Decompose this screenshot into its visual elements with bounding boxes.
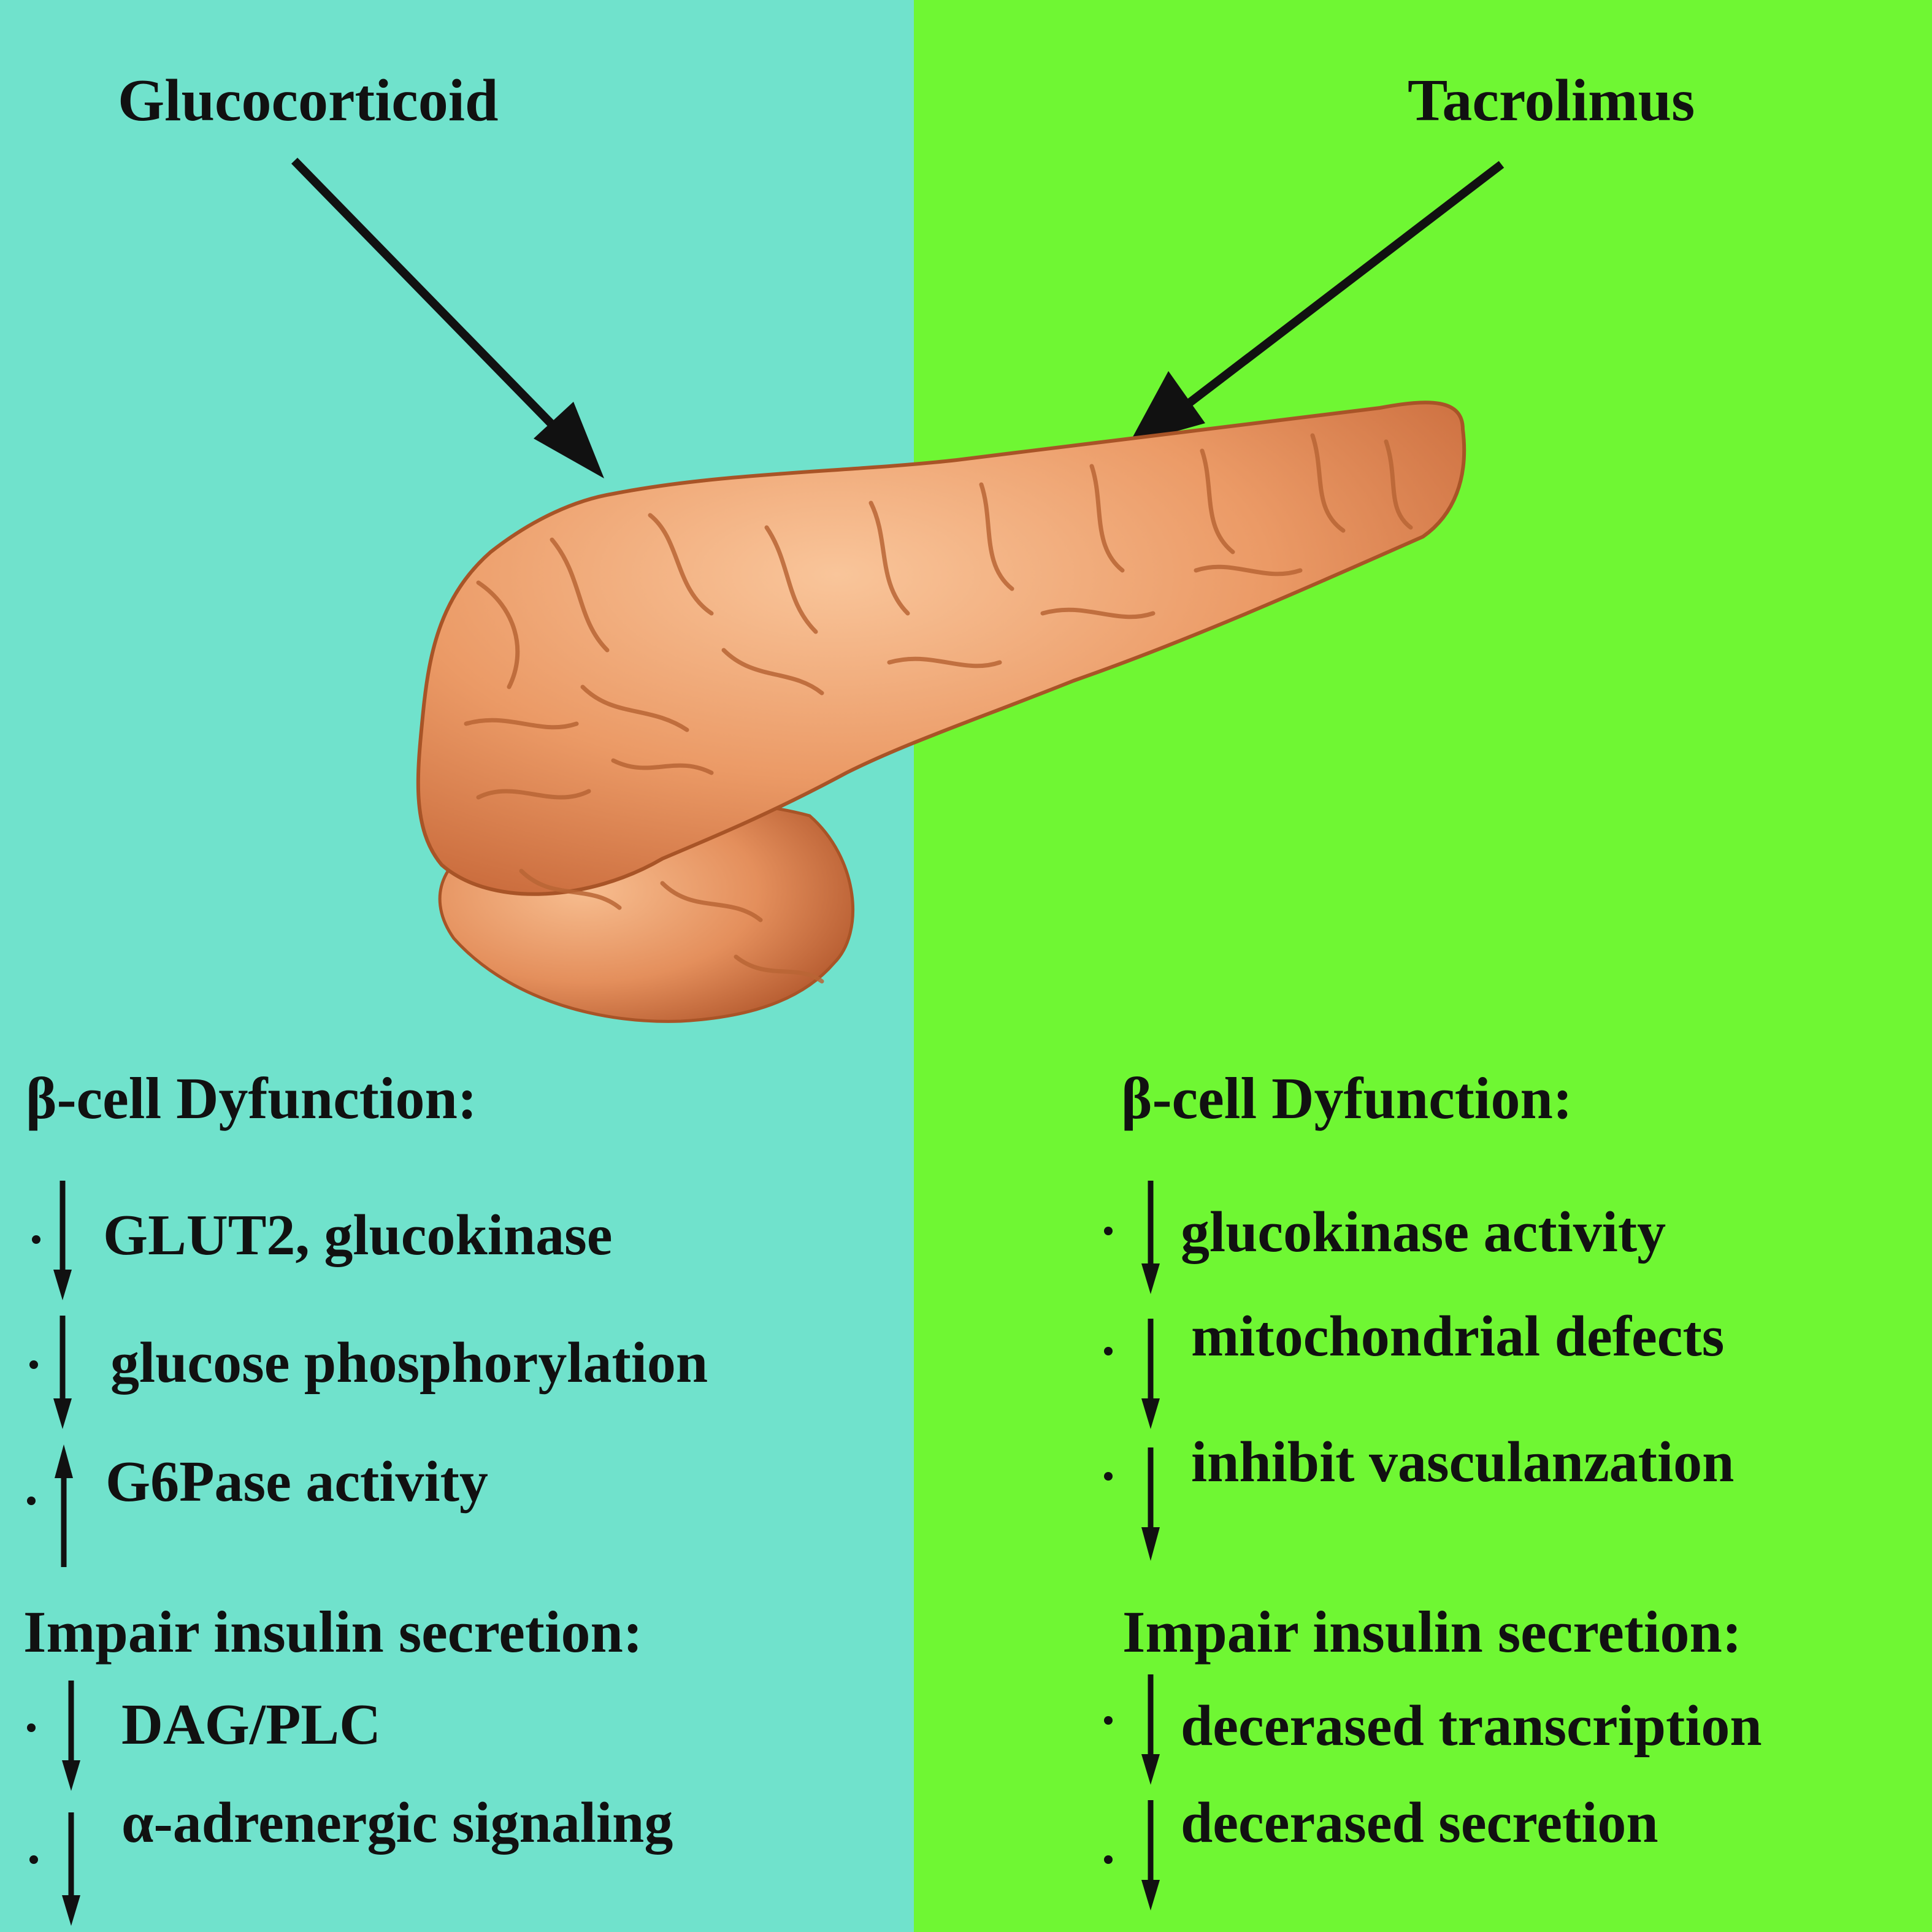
right-item-glucokinase: glucokinase activity (1181, 1200, 1666, 1264)
down-arrow-icon (62, 1812, 80, 1926)
down-arrow-icon (62, 1681, 80, 1791)
glucocorticoid-arrow (291, 158, 604, 478)
tacrolimus-label: Tacrolimus (1408, 67, 1695, 134)
left-item-glut2: GLUT2, glucokinase (103, 1203, 613, 1267)
right-item-transcription: decerased transcription (1181, 1694, 1762, 1758)
right-item-mitochondrial: mitochondrial defects (1191, 1305, 1725, 1368)
bullet-icon (27, 1723, 36, 1732)
left-section1-heading: β-cell Dyfunction: (26, 1065, 477, 1131)
right-indicator-arrows (1141, 1181, 1160, 1911)
right-section2-heading: Impair insulin secretion: (1122, 1599, 1742, 1665)
tacrolimus-panel (914, 0, 1932, 1932)
down-arrow-icon (53, 1181, 72, 1300)
up-arrow-icon (55, 1444, 73, 1567)
left-item-dag-plc: DAG/PLC (121, 1693, 381, 1757)
left-item-g6pase: G6Pase activity (105, 1450, 488, 1514)
down-arrow-icon (1141, 1674, 1160, 1785)
bullet-icon (1104, 1347, 1113, 1355)
pancreas-icon (416, 401, 1466, 1023)
tacrolimus-arrow (1129, 161, 1505, 445)
down-arrow-icon (1141, 1800, 1160, 1911)
right-item-vasculanzation: inhibit vasculanzation (1191, 1430, 1735, 1494)
down-arrow-icon (53, 1316, 72, 1429)
left-section2-heading: Impair insulin secretion: (23, 1599, 643, 1665)
bullet-icon (1104, 1472, 1113, 1481)
down-arrow-icon (1141, 1447, 1160, 1561)
left-indicator-arrows (53, 1181, 80, 1926)
right-section1-heading: β-cell Dyfunction: (1121, 1065, 1573, 1131)
left-item-glucose-phosphorylation: glucose phosphorylation (110, 1331, 708, 1395)
bullet-icon (29, 1855, 38, 1864)
down-arrow-icon (1141, 1181, 1160, 1294)
down-arrow-icon (1141, 1319, 1160, 1429)
bullet-icon (1104, 1716, 1113, 1725)
right-item-secretion: decerased secretion (1181, 1791, 1658, 1855)
glucocorticoid-label: Glucocorticoid (118, 67, 499, 134)
bullet-icon (1104, 1227, 1113, 1235)
bullet-icon (27, 1497, 36, 1505)
bullet-icon (1104, 1855, 1113, 1864)
bullet-icon (32, 1235, 40, 1244)
bullet-icon (29, 1360, 38, 1369)
left-item-alpha-adrenergic: α-adrenergic signaling (121, 1791, 673, 1855)
